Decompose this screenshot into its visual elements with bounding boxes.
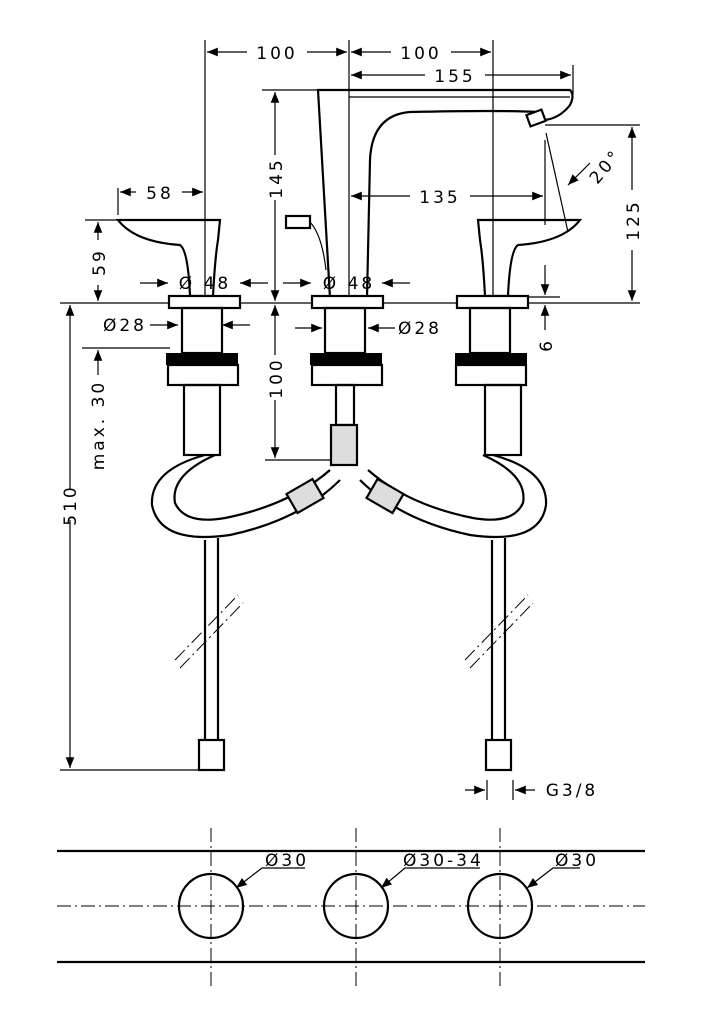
dim-spacing-left: 100 bbox=[256, 44, 297, 64]
valve-bodies bbox=[166, 294, 530, 467]
dim-handle-height: 59 bbox=[90, 248, 110, 276]
dim-outlet-height: 125 bbox=[624, 199, 644, 240]
spout bbox=[284, 88, 574, 300]
right-hole-dia-label: Ø30 bbox=[555, 851, 599, 871]
dim-shank-dia-left: Ø28 bbox=[103, 316, 147, 336]
left-hole-dia-label: Ø30 bbox=[265, 851, 309, 871]
hoses bbox=[150, 453, 548, 772]
dimension-labels: 100 100 155 145 58 59 Ø 48 Ø 48 135 20° … bbox=[61, 44, 644, 801]
dim-hose-length: 510 bbox=[61, 484, 81, 525]
dimension-arrows bbox=[65, 47, 637, 795]
dim-outlet-reach: 135 bbox=[419, 188, 460, 208]
center-hole-dia-label: Ø30-34 bbox=[403, 851, 484, 871]
extension-lines bbox=[60, 40, 640, 800]
break-marks bbox=[174, 594, 534, 669]
dim-handle-reach: 58 bbox=[146, 184, 174, 204]
right-hole bbox=[466, 872, 534, 940]
dim-base-dia-left: Ø 48 bbox=[179, 274, 231, 294]
dim-spout-height: 145 bbox=[267, 157, 287, 198]
left-hole bbox=[177, 872, 245, 940]
center-hole bbox=[322, 872, 390, 940]
dim-connection-thread: G3/8 bbox=[546, 781, 599, 801]
dim-base-thickness: 6 bbox=[537, 338, 557, 352]
dim-base-dia-center: Ø 48 bbox=[323, 274, 375, 294]
dim-spacing-right: 100 bbox=[400, 44, 441, 64]
dim-shank-length: 100 bbox=[267, 357, 287, 398]
left-handle bbox=[115, 218, 222, 298]
dim-spray-angle: 20° bbox=[586, 145, 626, 188]
hole-pattern: Ø30 Ø30-34 Ø30 bbox=[57, 828, 645, 990]
dim-spout-reach: 155 bbox=[434, 67, 475, 87]
dim-max-deck-thickness: max. 30 bbox=[89, 380, 109, 470]
dim-shank-dia-center: Ø28 bbox=[398, 319, 442, 339]
right-handle bbox=[476, 218, 583, 298]
